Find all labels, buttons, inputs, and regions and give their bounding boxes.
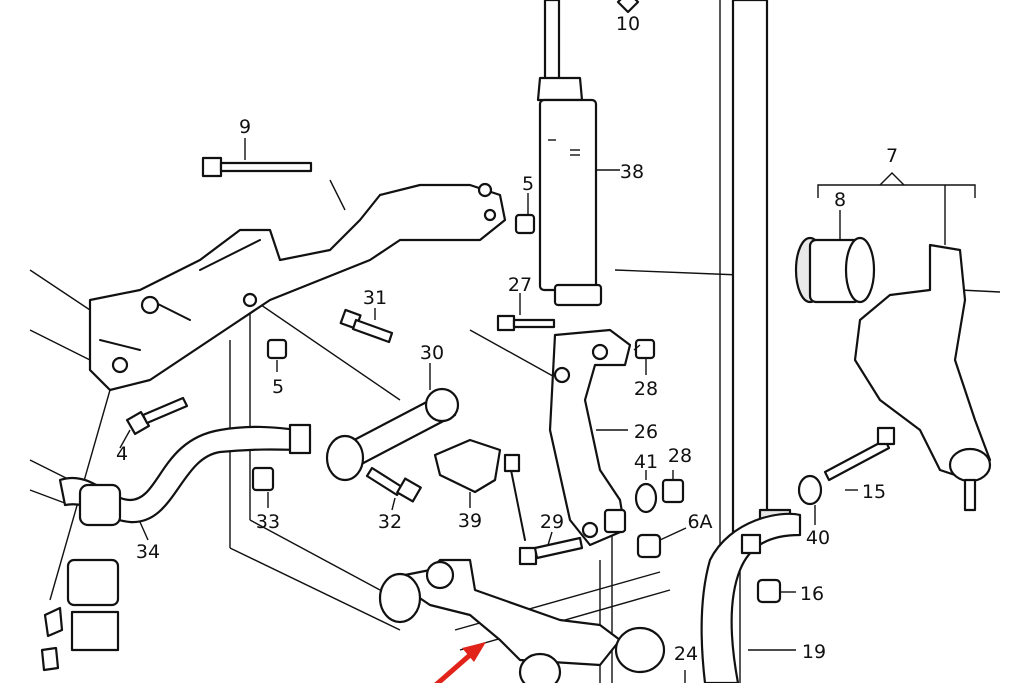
label-39: 39 [458, 510, 482, 532]
label-34: 34 [136, 541, 160, 563]
washer-41 [634, 482, 658, 514]
bolt-4 [125, 396, 189, 436]
upper-control-arm-7 [853, 243, 992, 512]
label-8: 8 [834, 189, 846, 211]
sensor-39 [433, 438, 526, 541]
label-40: 40 [806, 527, 830, 549]
label-31: 31 [363, 287, 387, 309]
washer-40 [797, 474, 823, 506]
link-30 [325, 387, 460, 482]
label-26: 26 [634, 421, 658, 443]
bolt-15 [823, 426, 896, 482]
label-28b: 28 [668, 445, 692, 467]
label-5a: 5 [522, 173, 534, 195]
subframe [88, 182, 507, 392]
label-4: 4 [116, 443, 128, 465]
stabilizer-bar [58, 423, 312, 527]
label-10: 10 [616, 13, 640, 35]
group-bracket-7 [817, 172, 976, 245]
nut-33 [251, 466, 275, 492]
wheel-hub-19 [700, 512, 802, 683]
label-6a: 6A [687, 511, 712, 533]
label-29: 29 [540, 511, 564, 533]
nut-6a [603, 508, 662, 559]
bolt-32 [365, 466, 422, 503]
bolt-9 [201, 156, 313, 178]
callout-labels: 10 9 38 7 8 5 27 31 30 5 28 4 26 41 28 15 33 32 39 29 6A 40 34… [116, 13, 898, 665]
lower-control-arm [378, 558, 666, 683]
label-9: 9 [239, 116, 251, 138]
shock-absorber [536, 0, 603, 307]
label-41: 41 [634, 451, 658, 473]
bolt-31 [339, 308, 394, 344]
nut-16 [756, 578, 782, 604]
label-28a: 28 [634, 378, 658, 400]
label-32: 32 [378, 511, 402, 533]
label-7: 7 [886, 145, 898, 167]
label-38: 38 [620, 161, 644, 183]
label-30: 30 [420, 342, 444, 364]
label-15: 15 [862, 481, 886, 503]
part-10-symbol [616, 0, 640, 14]
nut-5 [266, 213, 536, 360]
callout-leaders [119, 138, 858, 683]
label-27: 27 [508, 274, 532, 296]
vertical-rod [731, 0, 792, 542]
bracket-26 [548, 328, 632, 547]
nut-28 [634, 338, 685, 504]
label-24: 24 [674, 643, 698, 665]
red-arrow [434, 642, 486, 683]
label-33: 33 [256, 511, 280, 533]
label-19: 19 [802, 641, 826, 663]
label-16: 16 [800, 583, 824, 605]
bushing-8 [794, 236, 876, 304]
label-5b: 5 [272, 376, 284, 398]
bushings-left [40, 558, 120, 672]
bolt-29 [518, 536, 584, 566]
bolt-27 [496, 314, 556, 332]
